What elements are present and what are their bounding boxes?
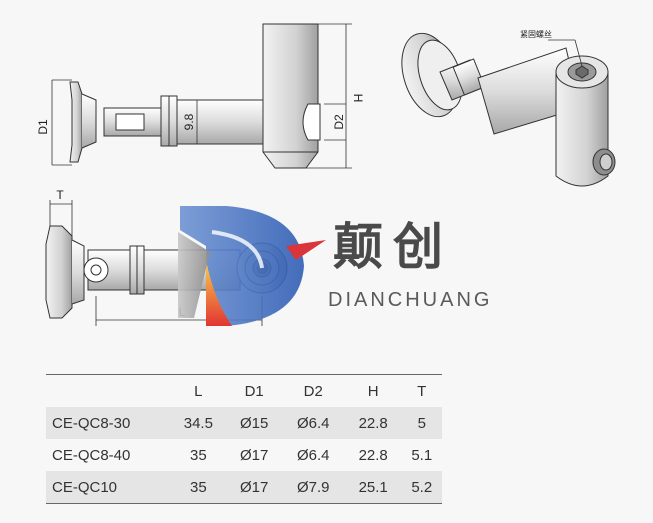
front-view	[51, 23, 352, 169]
isometric-view	[401, 32, 616, 187]
cell-d2: Ø7.9	[297, 478, 330, 496]
cell-t: 5	[417, 414, 426, 432]
cell-d2: Ø6.4	[297, 414, 330, 432]
dim-shaft-label: 9.8	[182, 113, 196, 130]
cell-l: 35	[189, 446, 207, 464]
table-row: CE-QC8-40 35 Ø17 Ø6.4 22.8 5.1	[46, 439, 442, 471]
dim-d1-label: D1	[36, 119, 50, 135]
header-model	[46, 375, 170, 408]
brand-name-en: DIANCHUANG	[328, 289, 493, 311]
header-t: T	[417, 382, 427, 400]
table-row: CE-QC8-30 34.5 Ø15 Ø6.4 22.8 5	[46, 407, 442, 439]
dim-t-label: T	[56, 188, 64, 202]
cell-model: CE-QC8-30	[52, 414, 131, 432]
cell-d2: Ø6.4	[297, 446, 330, 464]
cell-t: 5.1	[411, 446, 433, 464]
cell-l: 35	[189, 478, 207, 496]
spec-table: L D1 D2 H T CE-QC8-30 34.5 Ø15 Ø6.4 22.8…	[46, 374, 442, 504]
cell-t: 5.2	[411, 478, 433, 496]
header-l: L	[194, 382, 203, 400]
header-h: H	[367, 382, 379, 400]
header-d2: D2	[303, 382, 323, 400]
cell-l: 34.5	[183, 414, 213, 432]
cell-h: 22.8	[358, 446, 388, 464]
dim-h-label: H	[351, 94, 365, 103]
cell-d1: Ø17	[240, 446, 269, 464]
table-row: CE-QC10 35 Ø17 Ø7.9 25.1 5.2	[46, 471, 442, 504]
setscrew-callout: 紧固螺丝	[520, 29, 552, 39]
cell-model: CE-QC10	[52, 478, 118, 496]
brand-logo-icon	[178, 206, 326, 326]
header-d1: D1	[244, 382, 264, 400]
cell-h: 25.1	[358, 478, 388, 496]
cell-d1: Ø15	[240, 414, 269, 432]
cell-h: 22.8	[358, 414, 388, 432]
dim-d2-label: D2	[332, 114, 346, 130]
spec-table-header: L D1 D2 H T	[46, 374, 442, 408]
brand-name-cn: 颠创	[333, 218, 453, 276]
cell-d1: Ø17	[240, 478, 269, 496]
cell-model: CE-QC8-40	[52, 446, 131, 464]
